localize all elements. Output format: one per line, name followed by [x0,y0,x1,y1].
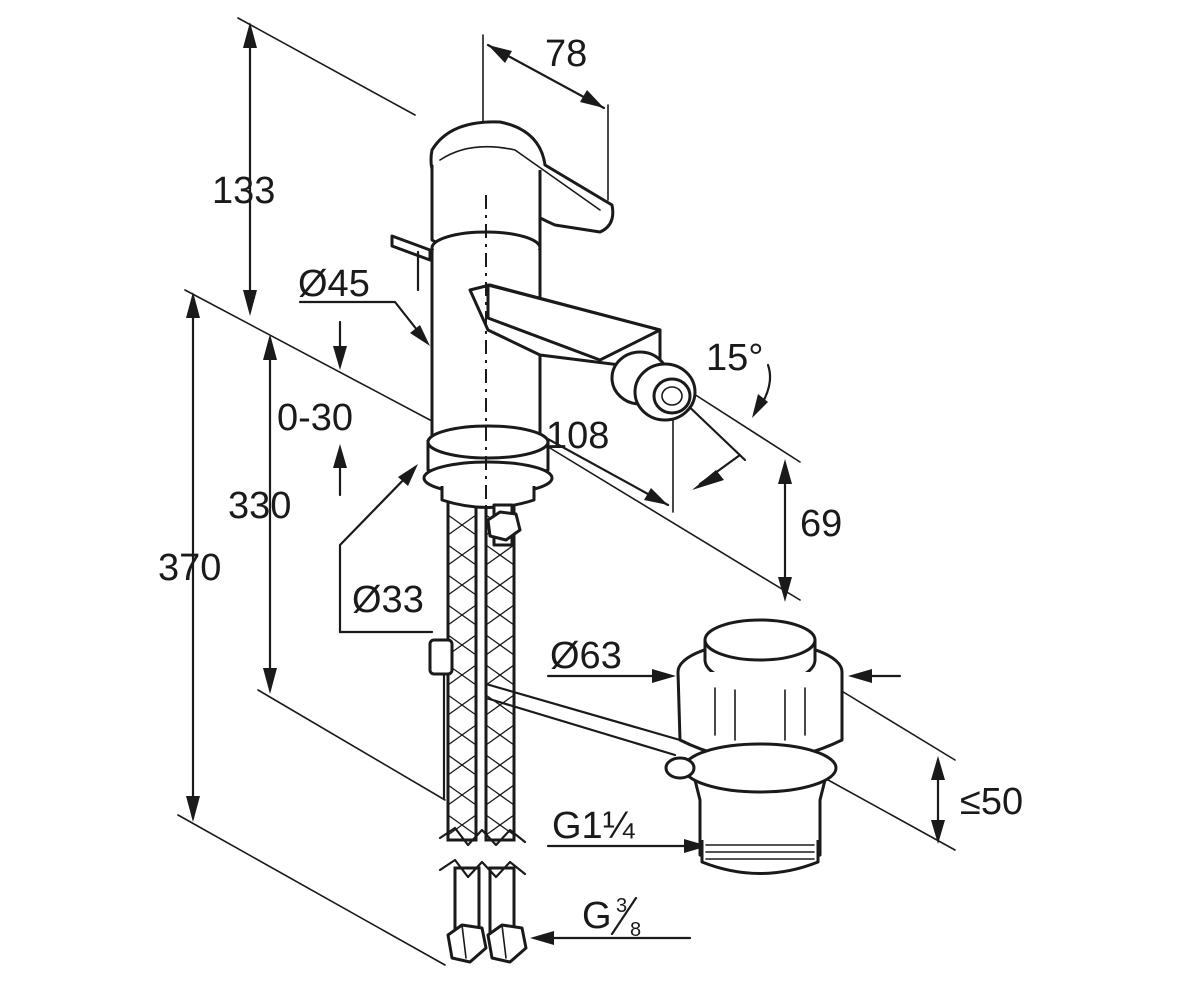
mixer-body [390,120,697,547]
dim-diameter-33: Ø33 [352,579,424,621]
dim-g-denominator: 8 [630,919,641,941]
fraction-slash [610,896,638,936]
dim-370: 370 [158,547,221,589]
dim-133: 133 [212,170,275,212]
extension-lines [177,17,956,966]
dim-69: 69 [800,503,842,545]
pop-up-waste [664,618,844,875]
dim-330: 330 [228,485,291,527]
dim-g-prefix: G [582,895,612,937]
dim-max-50: ≤50 [960,781,1023,823]
dim-g1-quarter: G1¼ [552,805,636,847]
pop-up-rod [428,638,682,800]
dim-diameter-45: Ø45 [298,263,370,305]
supply-hoses [438,498,528,964]
dim-diameter-63: Ø63 [550,635,622,677]
dim-78: 78 [545,33,587,75]
dim-0-30: 0-30 [277,397,353,439]
dim-g-numerator: 3 [616,895,627,917]
dimension-labels: 78 133 Ø45 0-30 15° 108 330 69 370 Ø33 Ø… [158,33,1023,941]
dim-108: 108 [546,415,609,457]
dimension-arrows [186,22,945,945]
dim-15-degree: 15° [706,337,763,379]
